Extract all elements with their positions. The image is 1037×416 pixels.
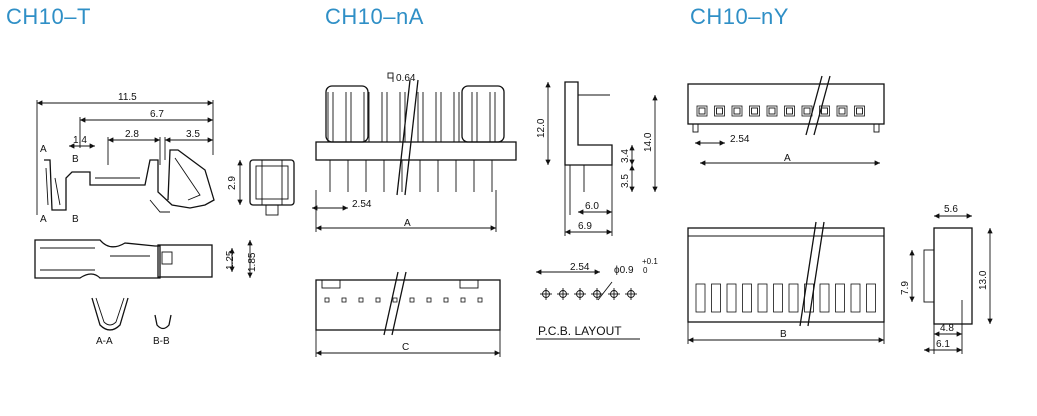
ny-window bbox=[773, 283, 783, 313]
dim-1-25: 1.25 bbox=[225, 250, 236, 270]
dim-6-7: 6.7 bbox=[150, 109, 164, 120]
ny-top-view: 2.54 A bbox=[687, 75, 885, 166]
na-front-view: 0.64 2.54 A bbox=[312, 72, 517, 232]
ny-cavity-inner bbox=[786, 107, 793, 115]
title-ch10-ny: CH10–nY bbox=[690, 4, 789, 29]
terminal-top-view: 1.25 1.85 bbox=[34, 239, 258, 279]
ny-cavity-inner bbox=[821, 107, 828, 115]
ny-cavity bbox=[731, 105, 743, 117]
pcb-tol-upper: +0.1 bbox=[642, 257, 658, 266]
ny-cavity bbox=[854, 105, 865, 117]
na-side-view: 12.0 14.0 3.4 3.5 6.0 6.9 bbox=[536, 81, 658, 236]
ny-cavity bbox=[714, 105, 725, 117]
ny-dim-7-9: 7.9 bbox=[900, 281, 911, 295]
section-mark-a-top: A bbox=[40, 144, 47, 155]
ny-cavity-inner bbox=[856, 107, 863, 115]
na-contact-square bbox=[477, 297, 483, 303]
pcb-hole-row bbox=[540, 288, 637, 300]
ny-cavity bbox=[696, 105, 708, 117]
dim-a-na: A bbox=[404, 218, 411, 229]
ny-front-view: B bbox=[687, 221, 885, 344]
section-label-a-a: A-A bbox=[96, 336, 113, 347]
dim-0-64: 0.64 bbox=[396, 73, 416, 84]
ny-cavity-inner bbox=[716, 107, 723, 115]
ny-cavity bbox=[801, 105, 813, 117]
dim-pitch-2-54: 2.54 bbox=[352, 199, 372, 210]
pcb-pitch: 2.54 bbox=[570, 262, 590, 273]
ny-cavity-row bbox=[696, 105, 865, 117]
ny-cavity bbox=[819, 105, 830, 117]
na-contact-square bbox=[358, 297, 364, 303]
ny-dim-pitch: 2.54 bbox=[730, 134, 750, 145]
dim-c: C bbox=[402, 342, 409, 353]
ny-cavity-inner bbox=[803, 107, 811, 115]
ny-cavity-inner bbox=[838, 107, 846, 115]
na-top-view: C bbox=[315, 271, 501, 357]
dim-3-5: 3.5 bbox=[186, 129, 200, 140]
ny-window bbox=[835, 283, 845, 313]
ny-window-row bbox=[695, 283, 876, 313]
dim-6-0: 6.0 bbox=[585, 201, 599, 212]
ny-window bbox=[866, 283, 876, 313]
na-contact-square bbox=[375, 297, 381, 303]
ny-side-view: 5.6 7.9 13.0 4.8 6.1 bbox=[900, 204, 993, 354]
dim-12-0: 12.0 bbox=[536, 118, 547, 138]
ny-cavity-inner bbox=[768, 107, 776, 115]
na-contact-square bbox=[426, 297, 432, 303]
pcb-layout: 2.54 ϕ0.9 +0.1 0 P.C.B. LAYOUT bbox=[536, 257, 658, 340]
section-mark-a-bottom: A bbox=[40, 214, 47, 225]
dim-14-0: 14.0 bbox=[643, 132, 654, 152]
pcb-layout-label: P.C.B. LAYOUT bbox=[538, 324, 622, 338]
section-label-b-b: B-B bbox=[153, 336, 170, 347]
title-ch10-t: CH10–T bbox=[6, 4, 91, 29]
na-contact-square bbox=[460, 297, 466, 303]
ny-cavity bbox=[836, 105, 848, 117]
ny-cavity bbox=[766, 105, 778, 117]
ny-window bbox=[757, 283, 768, 313]
dim-3-5: 3.5 bbox=[620, 174, 631, 188]
pcb-tol-lower: 0 bbox=[643, 266, 648, 275]
na-pin-group bbox=[327, 92, 496, 192]
ny-cavity bbox=[784, 105, 795, 117]
ny-cavity-inner bbox=[751, 107, 758, 115]
ny-window bbox=[850, 283, 861, 313]
terminal-end-view: 2.9 bbox=[227, 159, 295, 216]
na-contact-square bbox=[443, 297, 449, 303]
na-contact-square bbox=[392, 297, 398, 303]
ny-window bbox=[819, 283, 830, 313]
dim-11-5: 11.5 bbox=[118, 92, 137, 103]
ny-dim-5-6: 5.6 bbox=[944, 204, 958, 215]
na-contact-square bbox=[409, 297, 415, 303]
ny-dim-6-1: 6.1 bbox=[936, 339, 950, 350]
ny-dim-4-8: 4.8 bbox=[940, 323, 954, 334]
terminal-side-view: 11.5 6.7 1.4 2.8 3.5 A B A B bbox=[36, 92, 215, 225]
ny-cavity-inner bbox=[733, 107, 741, 115]
title-ch10-na: CH10–nA bbox=[325, 4, 424, 29]
pcb-hole-dia: ϕ0.9 bbox=[614, 265, 634, 276]
na-contact-square bbox=[341, 297, 347, 303]
dim-6-9: 6.9 bbox=[578, 221, 592, 232]
ny-dim-b: B bbox=[780, 329, 787, 340]
ny-window bbox=[742, 283, 752, 313]
ny-window bbox=[695, 283, 706, 313]
dim-2-8: 2.8 bbox=[125, 129, 139, 140]
ny-window bbox=[788, 283, 799, 313]
ny-window bbox=[711, 283, 721, 313]
terminal-sections: A-A B-B bbox=[91, 297, 172, 347]
ny-window bbox=[726, 283, 737, 313]
ny-dim-a: A bbox=[784, 153, 791, 164]
ny-cavity-inner bbox=[698, 107, 706, 115]
dim-1-85: 1.85 bbox=[247, 252, 258, 272]
section-mark-b-bottom: B bbox=[72, 214, 79, 225]
ny-dim-13-0: 13.0 bbox=[978, 270, 989, 290]
na-contact-row bbox=[324, 297, 483, 303]
na-contact-square bbox=[324, 297, 330, 303]
dim-2-9: 2.9 bbox=[227, 176, 238, 190]
dim-3-4: 3.4 bbox=[620, 149, 631, 163]
section-mark-b-top: B bbox=[72, 154, 79, 165]
ny-cavity bbox=[749, 105, 760, 117]
